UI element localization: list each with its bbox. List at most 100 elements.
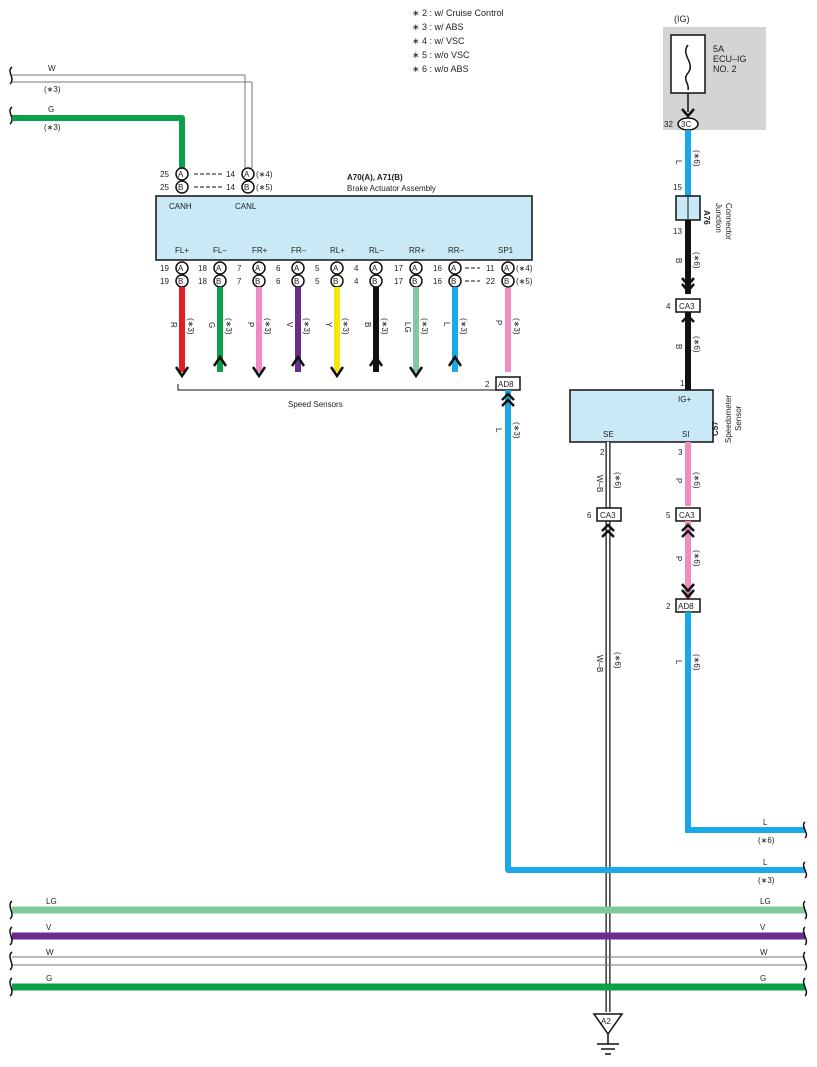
wire-ad8-left-out [505,390,805,873]
arrow-down-icon [251,366,267,379]
bus-wire-g-left-label: G [46,974,52,983]
terminal-conn-a-label: A [178,264,184,273]
bus-wire-lg-left-label: LG [46,897,57,906]
junction-connector: 15 13 A76 Junction Connector [673,183,733,240]
canl-conn-a: A [244,170,250,179]
terminal-pin-a-rr-pos: 17 [394,264,403,273]
wire-color-fl-pos: R [169,322,178,328]
wire-se2-note: (∗6) [613,652,622,669]
actuator-title: A70(A), A71(B) [347,173,403,182]
ad8l-wire-note: (∗3) [512,422,521,439]
fuse-number: NO. 2 [713,64,737,74]
wire-jb-note: (∗6) [692,252,701,269]
brake-actuator-assembly: A70(A), A71(B) Brake Actuator Assembly C… [155,173,533,409]
terminal-conn-a-label: A [412,264,418,273]
wire-ca3s-note: (∗6) [692,336,701,353]
wire-ad8r-color: L [674,660,683,665]
wire-ig-note: (∗6) [692,150,701,167]
terminal-conn-b-label: B [294,277,299,286]
left-g-color: G [48,105,54,114]
ca3-si-name: CA3 [679,511,695,520]
terminal-name-rr-neg: RR– [448,246,465,255]
sp1-note-b: (∗5) [516,277,533,286]
terminal-pin-b-fr-pos: 7 [237,277,242,286]
terminal-conn-a-label: A [451,264,457,273]
sp1-note-a: (∗4) [516,264,533,273]
wire-ca3s-color: B [674,344,683,349]
break-mark-icon [802,821,808,839]
ca3-se-name: CA3 [600,511,616,520]
junction-code: A76 [702,210,711,225]
ca3-top-connector: CA3 4 [666,298,701,313]
ig-arrow-icon [681,108,695,118]
terminal-pin-a-fl-neg: 18 [198,264,207,273]
ad8-right-name: AD8 [678,602,694,611]
sp1-branch: P (∗3) AD8 2 L (∗3) L (∗3) [485,288,808,885]
terminal-conn-a-fr-neg [291,261,305,275]
canh-pin-b: 25 [160,183,169,192]
wire-color-rr-pos: LG [403,322,412,333]
terminal-pin-b-fr-neg: 6 [276,277,281,286]
left-w-note: (∗3) [44,85,61,94]
wire-note-fr-neg: (∗3) [302,318,311,335]
speedo-pin-si: 3 [678,448,683,457]
canh-pin-a: 25 [160,170,169,179]
terminal-conn-a-label: A [216,264,222,273]
wire-color-fr-pos: P [246,322,255,327]
break-mark-icon [9,926,13,946]
terminal-name-fl-pos: FL+ [175,246,189,255]
terminal-conn-b-label: B [216,277,221,286]
terminal-conn-b-label: B [372,277,377,286]
terminal-pin-a-rl-pos: 5 [315,264,320,273]
legend-item-4: ∗ 4 : w/ VSC [412,36,465,46]
wire-note-fl-pos: (∗3) [186,318,195,335]
speed-sensors-label: Speed Sensors [288,400,343,409]
wire-si2-note: (∗6) [692,550,701,567]
terminal-name-fr-neg: FR– [291,246,307,255]
bus-wire-w-left-label: W [46,948,54,957]
terminal-name-rl-pos: RL+ [330,246,345,255]
terminal-conn-b-label: B [451,277,456,286]
legend-item-3: ∗ 3 : w/ ABS [412,22,464,32]
legend: ∗ 2 : w/ Cruise Control ∗ 3 : w/ ABS ∗ 4… [412,8,504,74]
speedo-pin-se: 2 [600,448,605,457]
ig-conn-name: 3C [681,120,691,129]
wire-color-rr-neg: L [442,322,451,327]
terminal-name-fr-pos: FR+ [252,246,268,255]
terminal-conn-b-label: B [333,277,338,286]
speedo-pin-ig: 1 [680,379,685,388]
terminal-pin-a-rl-neg: 4 [354,264,359,273]
terminal-pin-b-rl-neg: 4 [354,277,359,286]
fuse-name: ECU–IG [713,54,747,64]
bus-wire-w-right-label: W [760,948,768,957]
arrow-down-icon [174,366,190,379]
wire-note-rr-pos: (∗3) [420,318,429,335]
terminal-pin-b-rr-pos: 17 [394,277,403,286]
terminal-pin-a-fr-neg: 6 [276,264,281,273]
terminal-conn-a-fr-pos [252,261,266,275]
terminal-pin-b-rl-pos: 5 [315,277,320,286]
ig-fuse-block: (IG) 5A ECU–IG NO. 2 3C 32 [663,14,766,131]
left-w-color: W [48,64,56,73]
canl-note-a: (∗4) [256,170,273,179]
wire-note-rl-pos: (∗3) [341,318,350,335]
actuator-subtitle: Brake Actuator Assembly [347,184,436,193]
terminal-conn-a-rr-pos [409,261,423,275]
terminal-conn-a-fl-neg [213,261,227,275]
arrow-down-icon [329,366,345,379]
left-input-wires: W (∗3) G (∗3) [9,64,253,168]
wire-color-rl-pos: Y [324,322,333,328]
legend-item-5: ∗ 5 : w/o VSC [412,50,470,60]
canh-conn-b: B [178,183,183,192]
wire-jb-color: B [674,258,683,263]
wire-note-fr-pos: (∗3) [263,318,272,335]
fuse-icon [685,44,691,91]
junction-pin-top: 15 [673,183,682,192]
wire-se-note: (∗6) [613,472,622,489]
ca3-si-connector: CA3 5 [666,507,701,522]
terminal-pin-b-rr-neg: 16 [433,277,442,286]
wire-se-color: W–B [595,475,604,492]
speedo-name2: Sensor [734,405,743,431]
